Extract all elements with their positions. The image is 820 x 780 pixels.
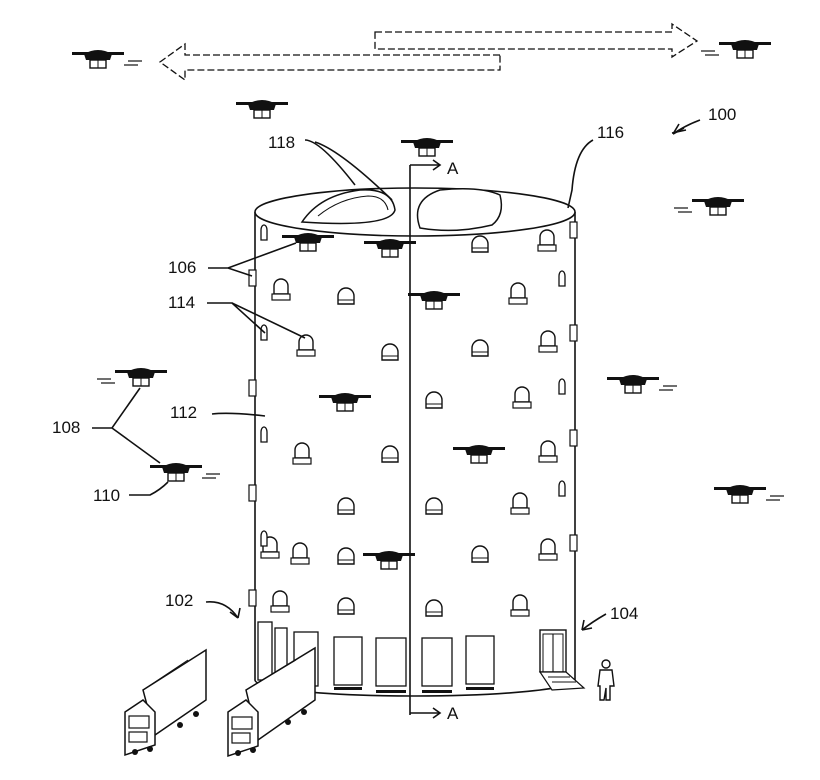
drone-icon [97,368,167,386]
label-110: 110 [93,486,120,505]
label-118: 118 [268,133,295,152]
label-108: 108 [52,418,80,437]
flight-path-arrows [158,22,699,82]
building [248,159,586,719]
drone-icon [701,40,771,58]
label-106: 106 [168,258,196,277]
roof [254,187,576,237]
edge-ledges [248,221,578,607]
truck-right [227,646,316,758]
drone-icon [150,463,220,481]
drone-icon [714,485,784,503]
entrance-door [538,629,586,691]
drone-icon [72,50,142,68]
roof-dome [416,188,503,232]
reference-labels: 100 116 118 A 106 114 112 108 110 102 10… [52,105,736,723]
drone-icon [235,99,289,119]
drone-icon [400,137,454,157]
leader-lines [92,119,701,631]
label-114: 114 [168,293,195,312]
label-102: 102 [165,591,193,610]
person-icon [597,659,615,701]
trucks [124,646,316,758]
label-100: 100 [708,105,736,124]
drone-icon [607,375,677,393]
label-112: 112 [170,403,197,422]
drone-icon [674,197,744,215]
label-104: 104 [610,604,638,623]
label-section-top: A [447,159,459,178]
label-116: 116 [597,123,624,142]
truck-left [124,648,207,757]
label-section-bottom: A [447,704,459,723]
